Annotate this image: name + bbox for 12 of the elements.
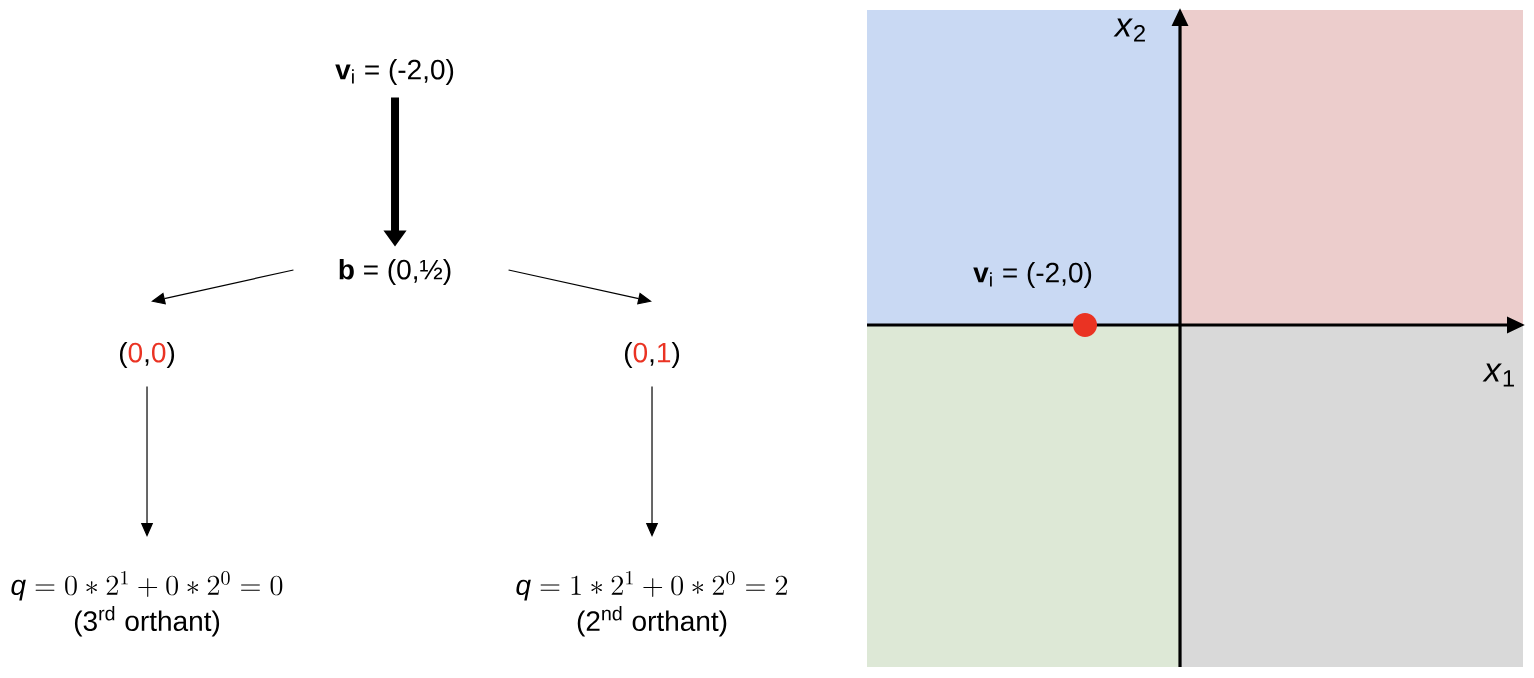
formula-text: $q = 0*2^{1}+0*2^{0} = 0$ (3$^{rd}$ orthant): [11, 571, 283, 637]
point-label: v$_{i}$ = (-2,0): [973, 261, 1092, 289]
formula-text: b = (0,½): [339, 258, 451, 286]
axis-label: x$_{2}$: [1113, 18, 1145, 42]
data-point: [1073, 313, 1097, 337]
formula-text: $q = 1*2^{1}+0*2^{0} = 2$ (2$^{nd}$ orthant): [516, 571, 788, 637]
arrow: [508, 269, 652, 305]
arrow: [151, 269, 295, 305]
axis-label: x$_{1}$: [1482, 363, 1514, 387]
formula-text: (0,1): [624, 341, 680, 369]
formula-text: (0,0): [119, 341, 175, 369]
formula-text: v$_{i}$ = (-2,0): [335, 58, 454, 86]
